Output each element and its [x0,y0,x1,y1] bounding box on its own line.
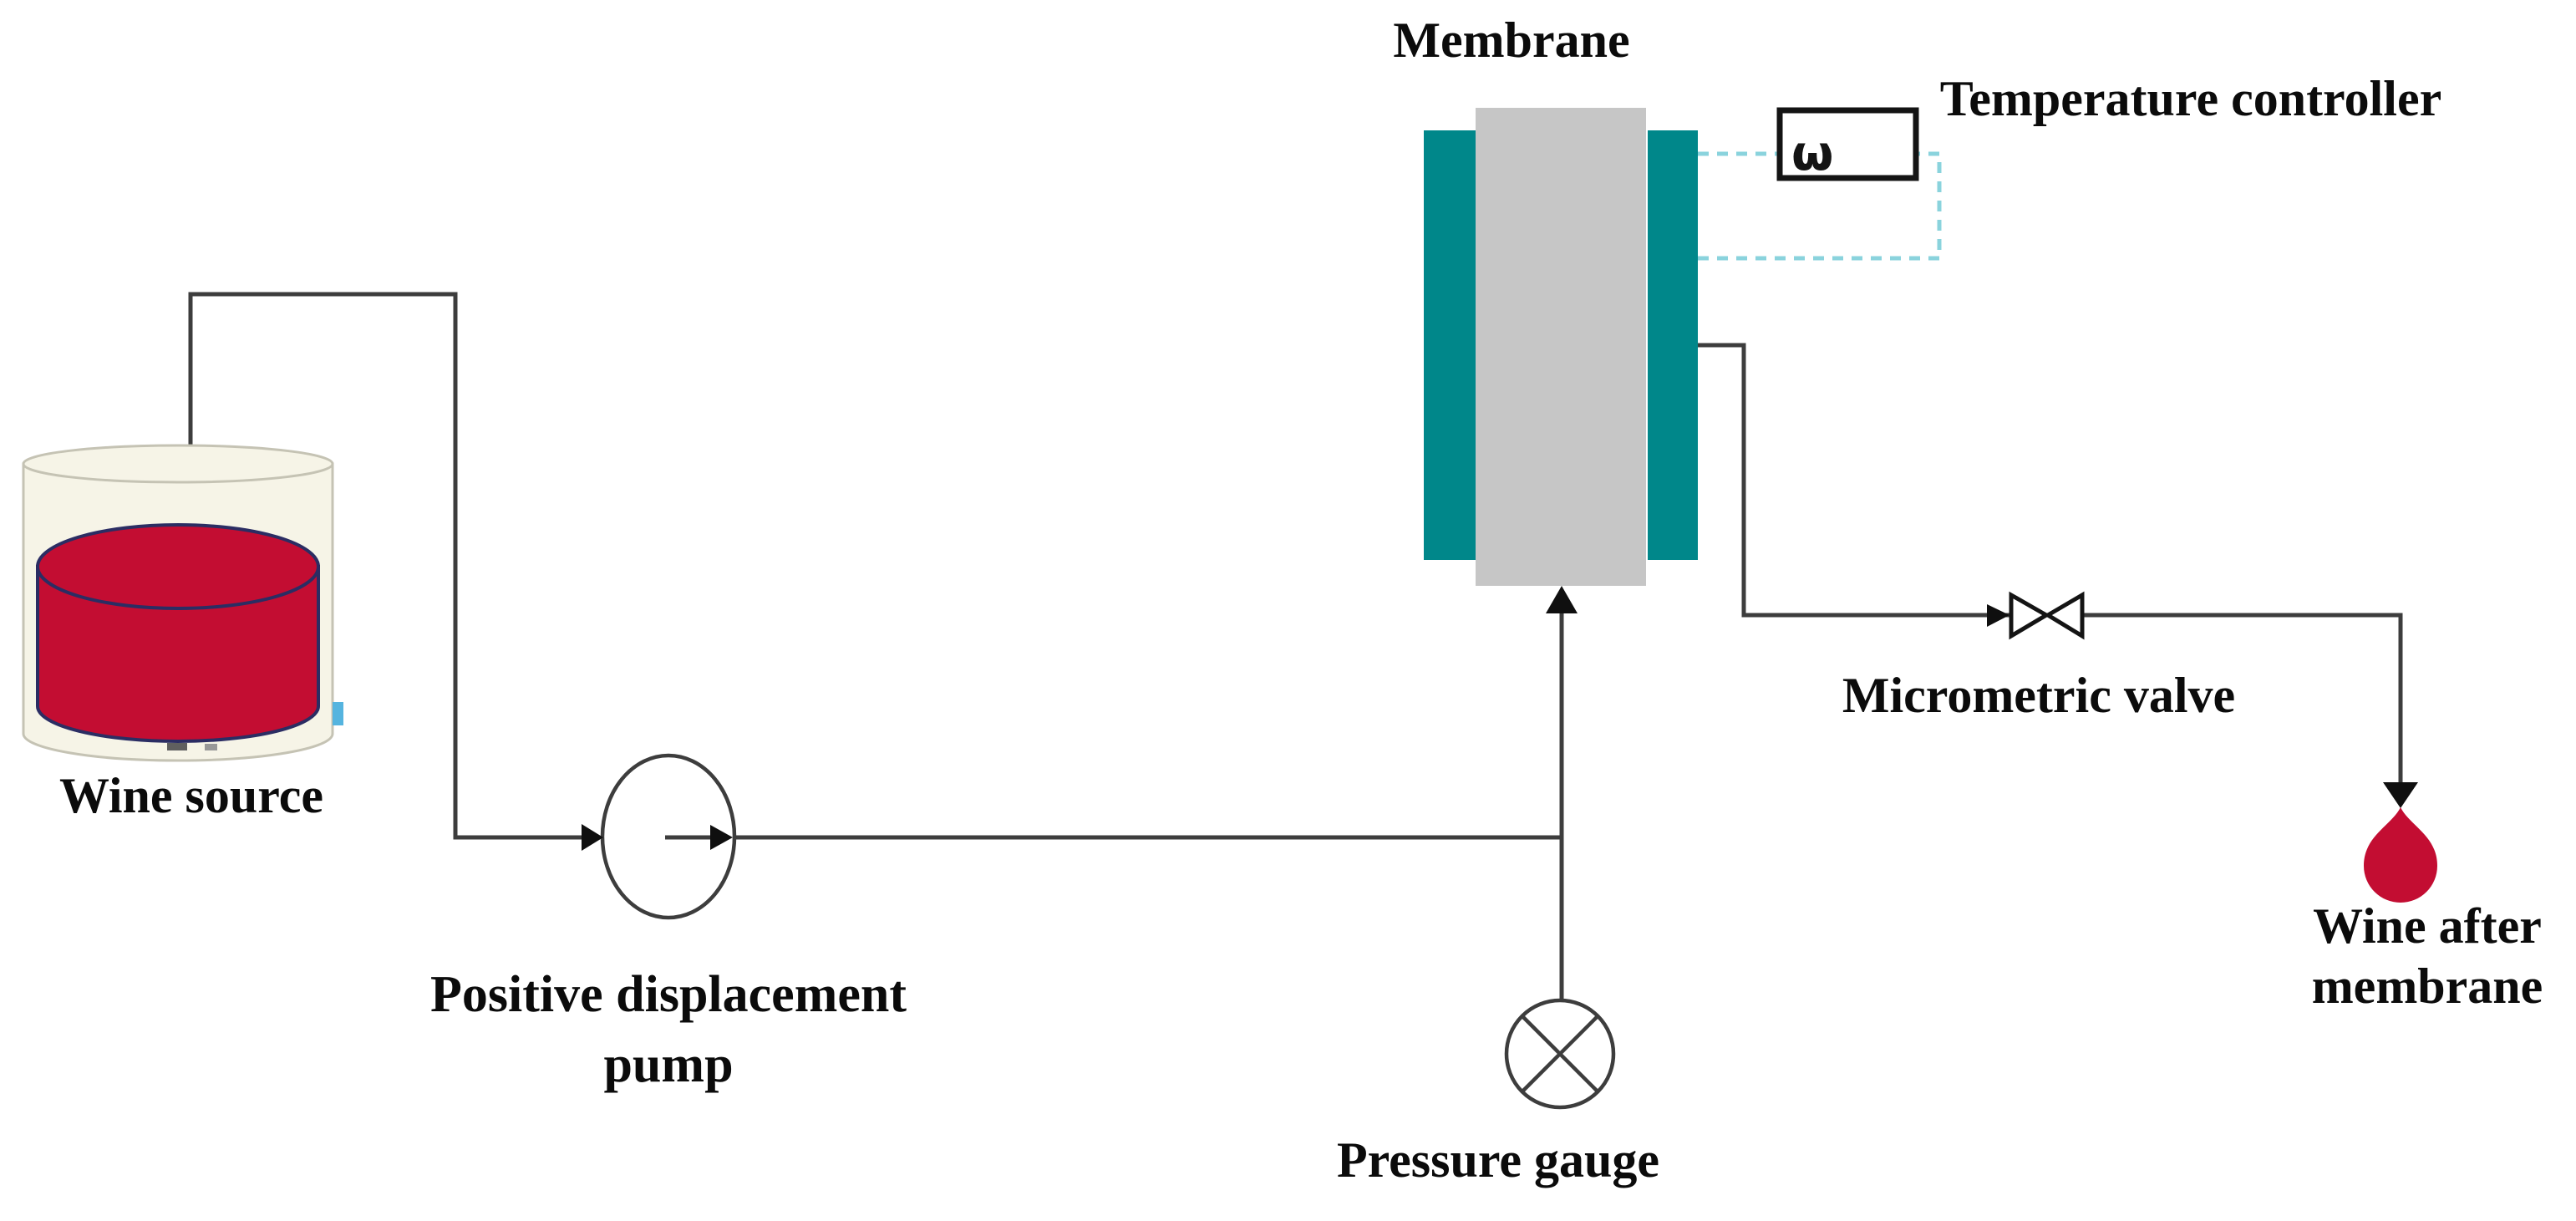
wine-source-label: Wine source [58,768,324,823]
tank-foot-mark-right [205,744,217,750]
tank-side-tab [333,702,343,725]
pump-symbol [582,753,737,920]
valve-right-triangle [2044,591,2085,640]
pump-label-line1: Positive displacement [430,966,907,1023]
valve-flow-arrowhead [1987,604,2009,627]
pressure-gauge-label: Pressure gauge [1336,1132,1660,1188]
membrane-housing-left [1424,130,1476,560]
wine-droplet [2364,807,2437,903]
pump-inner-arrowhead [710,825,733,850]
membrane-inlet-arrowhead [1546,586,1578,613]
pipes [188,292,2403,1000]
temperature-sensor-icon: ω [1791,125,1833,181]
wine-after-label-line2: membrane [2311,959,2543,1014]
tank-foot-mark-left [167,743,187,750]
feed-pipe [188,292,582,840]
wine-liquid-body [36,565,320,743]
wine-source-tank [22,444,343,762]
wine-after-membrane-label: Wine after membrane [2312,896,2543,1016]
membrane-module [1424,108,1698,586]
temperature-controller-label: Temperature controller [1939,71,2442,126]
pump-inlet-arrowhead [582,824,603,851]
pump-label: Positive displacement pump [430,959,907,1100]
pressure-gauge-cross [1521,1015,1599,1093]
wine-liquid-surface [36,523,320,610]
outlet-pipe [1698,343,2403,782]
micrometric-valve-symbol [1987,591,2085,640]
wine-after-label-line1: Wine after [2313,898,2542,954]
membrane-housing-right [1648,130,1698,560]
pressure-gauge-symbol [1504,998,1616,1110]
pump-label-line2: pump [603,1036,734,1093]
tank-rim [22,444,334,484]
outlet-down-arrowhead [2383,782,2418,808]
membrane-label: Membrane [1393,13,1630,68]
temperature-controller-box: ω [1776,107,1919,181]
micrometric-valve-label: Micrometric valve [1842,668,2236,723]
membrane-column [1476,108,1646,586]
valve-left-triangle [2009,591,2050,640]
temperature-controller-frame [1776,107,1919,181]
